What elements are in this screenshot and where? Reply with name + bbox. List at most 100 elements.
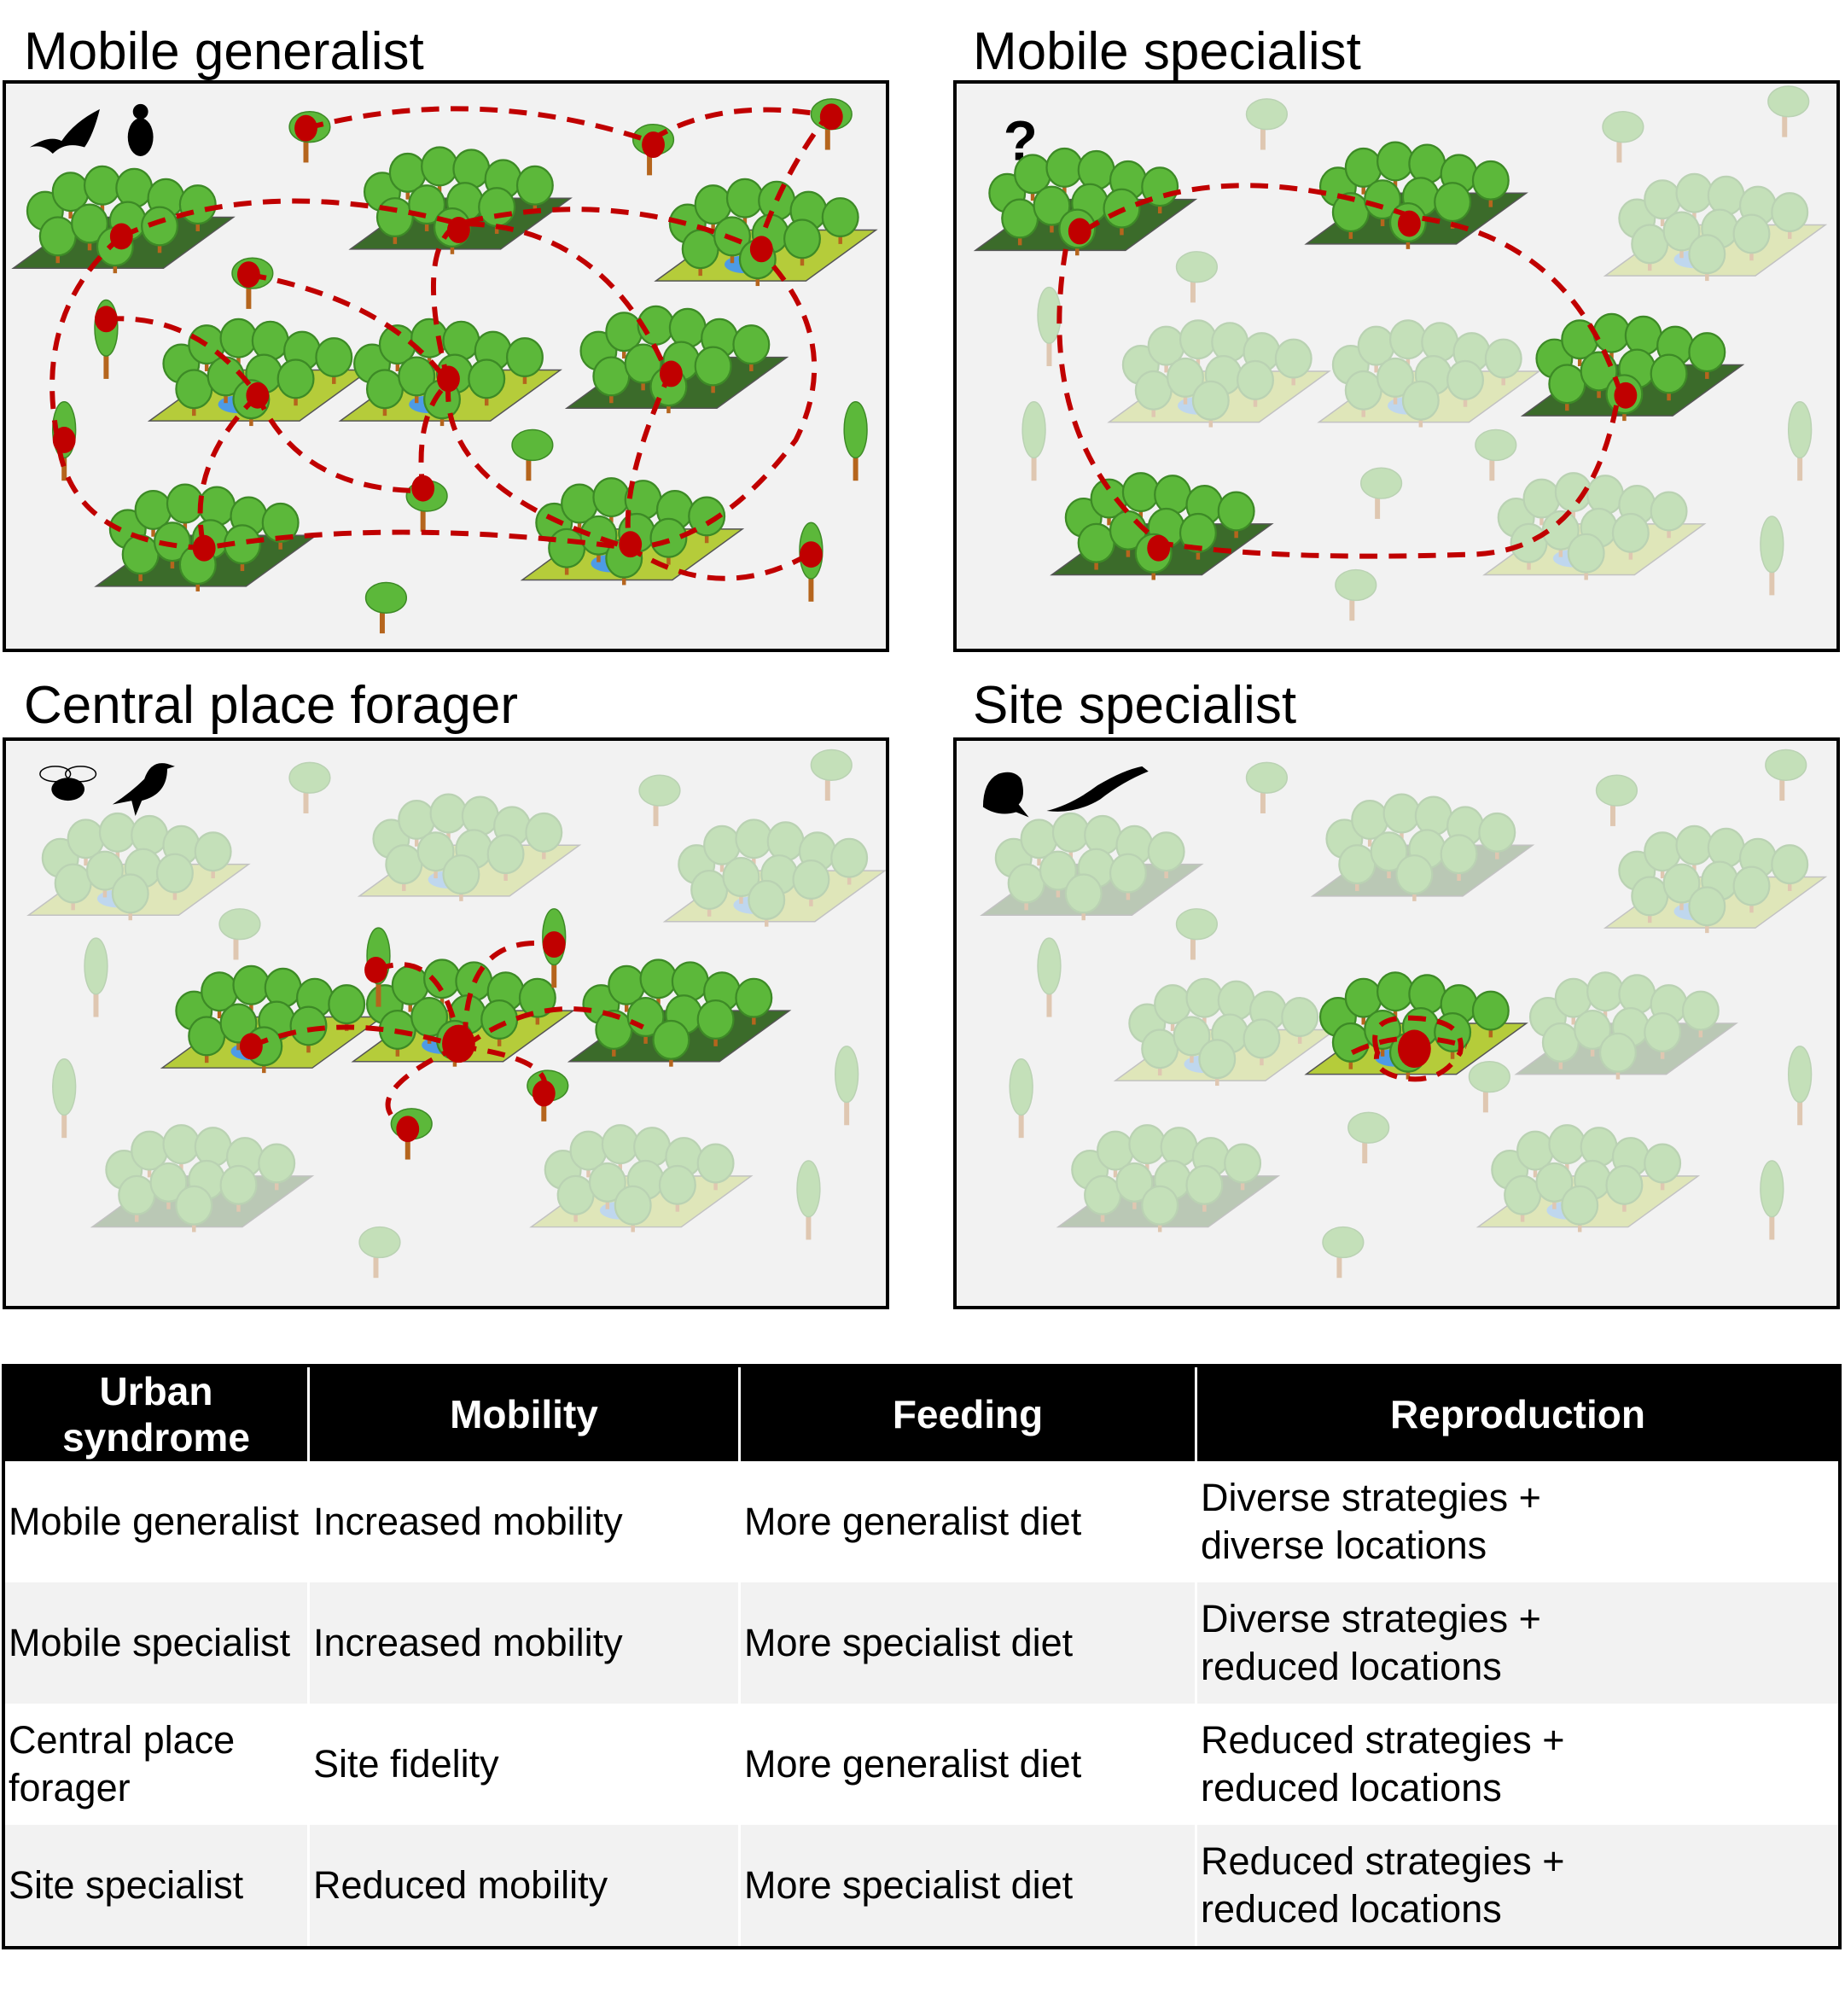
trunk [1132,1188,1137,1209]
tree-crown [735,977,773,1018]
tree-crown [258,1143,296,1184]
trunk [1787,218,1792,239]
bee-wing [39,766,72,783]
tree-crown [1173,1016,1211,1057]
tree-crown [372,819,410,859]
single-tree [1245,761,1289,813]
tree-crown [1185,977,1224,1018]
forest-patch-dark [1056,1124,1281,1232]
trunk [1635,1000,1639,1022]
trunk [1647,902,1652,924]
pond [96,889,138,908]
tree-crown [1644,831,1682,872]
tree-crown [1504,1174,1542,1215]
tree-crown [1115,824,1154,865]
tree-crown [38,216,77,257]
trunk [1418,406,1423,428]
trunk [1520,1201,1525,1222]
tree-crown [1688,332,1726,373]
visit-point [239,1033,263,1060]
tree-crown [783,218,821,259]
tree-crown [1408,974,1446,1015]
tree-crown [486,834,525,875]
trunk [1094,874,1098,895]
tree-crown [1245,98,1289,131]
trunk [102,877,108,898]
visit-point [659,360,683,387]
trunk [1769,1198,1775,1240]
tree-crown [1211,1013,1249,1054]
tree-crown [1071,1149,1109,1190]
tree-crown [141,206,179,247]
trunk [274,1169,279,1191]
tree-crown [1360,467,1403,499]
tree-crown [1401,380,1440,421]
tree-crown [1077,848,1115,889]
trunk [647,147,653,176]
trunk [1132,851,1137,872]
reproduction-line-1: Reduced strategies + [1201,1838,1565,1883]
tree-crown [1141,1185,1179,1226]
tree-crown [626,1159,665,1200]
tree-crown [1738,185,1777,226]
trunk [1145,1151,1149,1171]
tree-crown [315,337,353,378]
tree-crown [1134,370,1173,411]
tree-crown [1414,795,1452,836]
tree-crown [1611,512,1650,553]
single-tree [1175,251,1219,303]
tree-crown [1020,819,1058,859]
movement-path [197,393,259,549]
trunk [1234,1006,1238,1028]
tree-crown [592,477,631,518]
tree-crown [1662,863,1701,904]
trunk [84,845,88,866]
cell-reproduction: Diverse strategies +diverse locations [1195,1461,1840,1582]
trunk [1698,1017,1703,1038]
tree-crown [84,937,108,995]
trunk [1779,772,1785,801]
trunk [1616,134,1622,163]
tree-crown [1434,182,1472,223]
trunk [1597,1153,1601,1174]
trunk [1571,1004,1575,1025]
trunk [1375,491,1381,519]
panel-title-mobile-specialist: Mobile specialist [973,22,1361,81]
tree-crown [1434,1011,1472,1052]
tree-crown [1331,345,1370,385]
header-mobility: Mobility [307,1366,740,1461]
trunk [1565,1151,1569,1171]
trunk [103,338,109,379]
tree-crown [442,320,480,361]
forest-patch-light [357,793,582,901]
visit-point [799,541,823,568]
tree-crown [1376,141,1415,182]
tree-crown [121,534,160,575]
trunk [551,947,557,988]
tree-crown [1650,491,1688,532]
tree-crown [98,812,137,853]
forest-patch-dark [11,165,236,274]
bird-shape [112,763,175,816]
cell-feeding: More generalist diet [738,1461,1196,1582]
reproduction-line-2: diverse locations [1201,1524,1487,1567]
visit-point [1397,210,1421,237]
forest-patch-dark [1514,971,1738,1080]
trunk [1387,858,1391,879]
trunk [1660,206,1665,226]
trunk [503,860,508,882]
header-feeding: Feeding [738,1366,1196,1461]
trunk [379,605,385,634]
tree-crown [1325,819,1364,859]
single-tree [1037,937,1062,1017]
forest-patch-dark [90,1124,315,1232]
trunk [739,883,743,904]
visit-point [246,382,270,409]
tree-crown [111,873,149,914]
trunk [1400,819,1404,841]
frog-icon [982,772,1029,818]
tree-crown [688,496,726,537]
panel-site-specialist [953,737,1840,1309]
trunk [1495,838,1499,859]
single-tree [834,1046,859,1126]
